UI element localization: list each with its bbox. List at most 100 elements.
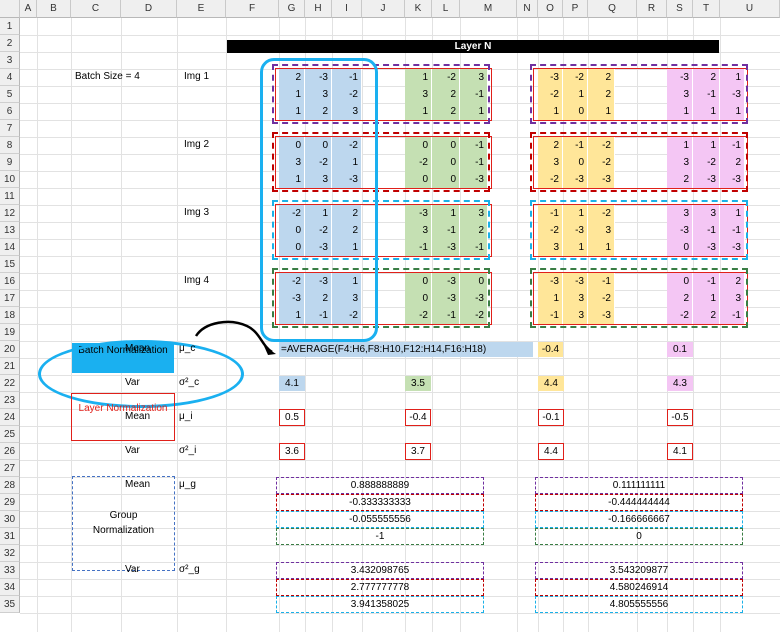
column-header[interactable]: P [563, 0, 588, 18]
matrix-cell[interactable]: 2 [720, 273, 745, 290]
matrix-cell[interactable]: 1 [563, 86, 588, 103]
matrix-cell[interactable]: -2 [432, 69, 460, 86]
matrix-cell[interactable]: 3 [667, 154, 693, 171]
matrix-cell[interactable]: -3 [720, 86, 745, 103]
matrix-cell[interactable]: 2 [588, 69, 615, 86]
matrix-cell[interactable]: -1 [693, 86, 720, 103]
column-header[interactable]: D [121, 0, 177, 18]
row-header[interactable]: 28 [0, 477, 20, 494]
row-header[interactable]: 32 [0, 545, 20, 562]
matrix-cell[interactable]: 3 [538, 154, 563, 171]
matrix-cell[interactable]: 3 [279, 154, 305, 171]
matrix-cell[interactable]: 3 [538, 239, 563, 256]
row-header[interactable]: 31 [0, 528, 20, 545]
matrix-cell[interactable]: 3 [332, 290, 362, 307]
matrix-cell[interactable]: -1 [720, 137, 745, 154]
group-var-cell[interactable]: 3.543209877 [535, 562, 743, 579]
matrix-cell[interactable]: -3 [305, 273, 332, 290]
group-mean-cell[interactable]: -0.333333333 [276, 494, 484, 511]
column-header[interactable]: R [637, 0, 667, 18]
matrix-cell[interactable]: -3 [405, 205, 432, 222]
row-header[interactable]: 12 [0, 205, 20, 222]
matrix-cell[interactable]: -1 [460, 86, 488, 103]
matrix-cell[interactable]: 0 [305, 137, 332, 154]
matrix-cell[interactable]: 2 [588, 86, 615, 103]
matrix-cell[interactable]: 2 [720, 154, 745, 171]
matrix-cell[interactable]: -3 [588, 171, 615, 188]
var-value-cell[interactable]: 3.6 [279, 443, 305, 460]
matrix-cell[interactable]: 2 [305, 103, 332, 120]
group-mean-cell[interactable]: 0 [535, 528, 743, 545]
row-header[interactable]: 14 [0, 239, 20, 256]
matrix-cell[interactable]: 0 [432, 137, 460, 154]
matrix-cell[interactable]: -1 [693, 222, 720, 239]
matrix-cell[interactable]: 0 [563, 103, 588, 120]
matrix-cell[interactable]: -3 [305, 69, 332, 86]
var-value-cell[interactable]: 4.3 [667, 376, 693, 391]
matrix-cell[interactable]: 1 [563, 239, 588, 256]
matrix-cell[interactable]: -3 [563, 222, 588, 239]
matrix-cell[interactable]: 2 [305, 290, 332, 307]
column-header[interactable]: O [538, 0, 563, 18]
var-value-cell[interactable]: 3.5 [405, 376, 431, 391]
column-header[interactable]: U [720, 0, 780, 18]
matrix-cell[interactable]: -2 [588, 290, 615, 307]
var-value-cell[interactable]: 4.1 [667, 443, 693, 460]
matrix-cell[interactable]: 3 [460, 69, 488, 86]
matrix-cell[interactable]: 0 [563, 154, 588, 171]
matrix-cell[interactable]: 2 [667, 290, 693, 307]
matrix-cell[interactable]: 0 [667, 273, 693, 290]
matrix-cell[interactable]: 0 [460, 273, 488, 290]
matrix-cell[interactable]: -1 [720, 222, 745, 239]
matrix-cell[interactable]: 1 [332, 154, 362, 171]
formula-cell[interactable]: =AVERAGE(F4:H6,F8:H10,F12:H14,F16:H18) [279, 342, 533, 357]
row-header[interactable]: 1 [0, 18, 20, 35]
row-header[interactable]: 20 [0, 341, 20, 358]
var-value-cell[interactable]: 4.4 [538, 376, 564, 391]
matrix-cell[interactable]: -2 [538, 86, 563, 103]
matrix-cell[interactable]: 0 [432, 154, 460, 171]
column-header[interactable]: J [362, 0, 405, 18]
mean-value-cell[interactable]: -0.4 [405, 409, 431, 426]
row-header[interactable]: 2 [0, 35, 20, 52]
matrix-cell[interactable]: 1 [432, 205, 460, 222]
row-header[interactable]: 9 [0, 154, 20, 171]
matrix-cell[interactable]: 2 [332, 222, 362, 239]
column-header[interactable]: G [279, 0, 305, 18]
matrix-cell[interactable]: 2 [432, 86, 460, 103]
matrix-cell[interactable]: -3 [588, 307, 615, 324]
matrix-cell[interactable]: 1 [538, 103, 563, 120]
matrix-cell[interactable]: -2 [538, 222, 563, 239]
row-header[interactable]: 11 [0, 188, 20, 205]
matrix-cell[interactable]: -3 [693, 171, 720, 188]
matrix-cell[interactable]: 1 [305, 205, 332, 222]
column-header[interactable]: N [517, 0, 538, 18]
matrix-cell[interactable]: -3 [563, 273, 588, 290]
matrix-cell[interactable]: 1 [720, 205, 745, 222]
matrix-cell[interactable]: 0 [279, 239, 305, 256]
matrix-cell[interactable]: 3 [693, 205, 720, 222]
group-var-cell[interactable]: 3.941358025 [276, 596, 484, 613]
matrix-cell[interactable]: -2 [279, 273, 305, 290]
matrix-cell[interactable]: 3 [563, 307, 588, 324]
var-value-cell[interactable]: 4.1 [279, 376, 305, 391]
row-header[interactable]: 22 [0, 375, 20, 392]
matrix-cell[interactable]: 1 [460, 103, 488, 120]
row-header[interactable]: 21 [0, 358, 20, 375]
matrix-cell[interactable]: 2 [432, 103, 460, 120]
matrix-cell[interactable]: -3 [305, 239, 332, 256]
row-header[interactable]: 4 [0, 69, 20, 86]
row-header[interactable]: 27 [0, 460, 20, 477]
matrix-cell[interactable]: 3 [667, 86, 693, 103]
column-header[interactable]: Q [588, 0, 637, 18]
group-var-cell[interactable]: 4.580246914 [535, 579, 743, 596]
matrix-cell[interactable]: 1 [588, 239, 615, 256]
matrix-cell[interactable]: 1 [667, 103, 693, 120]
column-header[interactable]: B [37, 0, 71, 18]
matrix-cell[interactable]: -3 [720, 171, 745, 188]
column-header[interactable]: S [667, 0, 693, 18]
group-var-cell[interactable]: 3.432098765 [276, 562, 484, 579]
row-header[interactable]: 24 [0, 409, 20, 426]
column-header[interactable]: E [177, 0, 226, 18]
matrix-cell[interactable]: -2 [588, 137, 615, 154]
